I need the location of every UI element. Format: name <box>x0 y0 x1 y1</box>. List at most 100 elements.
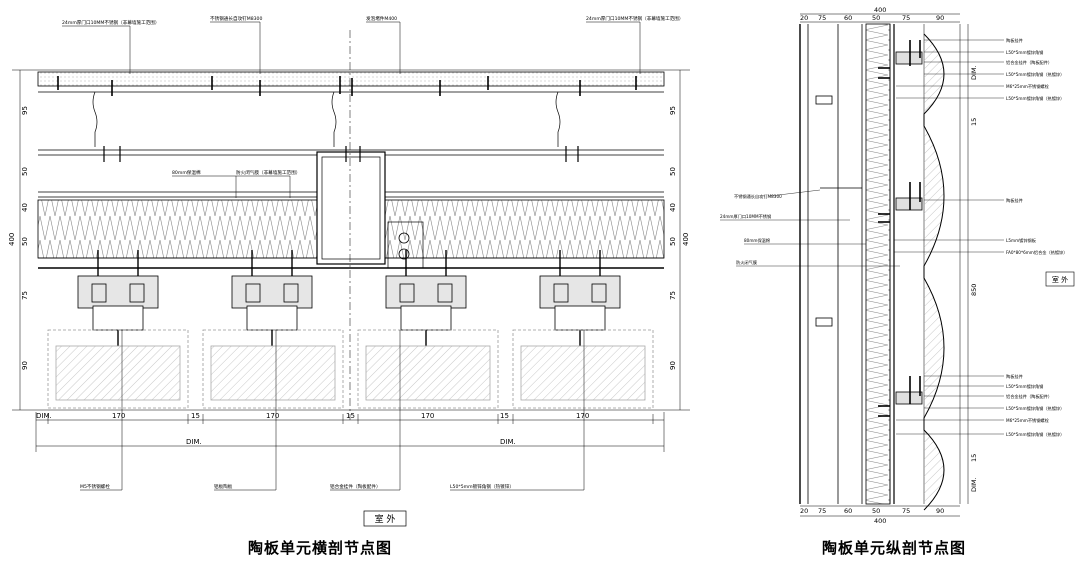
dim-label: 90 <box>936 507 944 515</box>
callout-text: 24mm厚门口10MM不锈钢 <box>720 213 771 220</box>
dim-label: 170 <box>266 412 279 420</box>
bracket-unit <box>385 250 467 346</box>
dim-label: DIM. <box>186 438 202 446</box>
dim-total: 400 <box>8 233 16 246</box>
dim-label: 50 <box>21 237 29 246</box>
dim-label: 60 <box>844 507 852 515</box>
left-labels: 24mm厚门口10MM不锈钢（非幕墙施工范围） 不锈钢通长自攻钉M8300 发泡… <box>62 15 683 490</box>
callout-text: 24mm厚门口10MM不锈钢（非幕墙施工范围） <box>62 19 159 26</box>
callout-text: L50*5mm镀锌角钢（热镀锌） <box>1006 71 1064 78</box>
terracotta-panel <box>512 329 654 409</box>
dim-label: 60 <box>844 14 852 22</box>
bracket-unit <box>539 250 621 346</box>
callout-text: 防火闭气膜 <box>736 259 757 266</box>
dim-label: 15 <box>191 412 200 420</box>
bracket-unit <box>77 250 159 346</box>
callout-text: 24mm厚门口10MM不锈钢（非幕墙施工范围） <box>586 15 683 22</box>
callout-text: 陶板挂件 <box>1006 373 1023 380</box>
dim-label: 95 <box>21 106 29 115</box>
dim-label: 15 <box>500 412 509 420</box>
dim-label: 75 <box>818 507 826 515</box>
bracket-cluster <box>878 182 923 223</box>
exterior-label: 室 外 <box>1052 275 1068 284</box>
dim-label: 15 <box>970 118 978 126</box>
terracotta-panel <box>202 329 344 409</box>
callout-text: M6*25mm不锈钢螺栓 <box>1006 417 1050 424</box>
left-section-drawing <box>12 30 690 420</box>
callout-text: L50*5mm镀锌角钢 <box>1006 49 1043 56</box>
bracket-cluster <box>878 40 923 79</box>
callout-text: M6*25mm不锈钢螺栓 <box>1006 83 1050 90</box>
dim-total: 400 <box>874 517 886 525</box>
dim-label: 90 <box>21 361 29 370</box>
dim-label: 50 <box>669 167 677 176</box>
callout-text: L50*5mm镀锌角钢 <box>1006 383 1043 390</box>
terracotta-panel <box>47 329 189 409</box>
right-labels: 不锈钢通长自攻钉M8300 24mm厚门口10MM不锈钢 80mm保温棉 防火闭… <box>720 37 1067 438</box>
dim-label: 50 <box>872 14 880 22</box>
left-drawing-title: 陶板单元横剖节点图 <box>248 539 393 557</box>
callout-text: 铝板陶板 <box>214 483 233 490</box>
dim-label: 50 <box>872 507 880 515</box>
callout-text: 铝合金挂件（陶板配件） <box>1006 59 1052 66</box>
dim-label: 170 <box>576 412 589 420</box>
callout-text: 铝合金挂件（陶板配件） <box>330 483 381 490</box>
dim-label: 15 <box>970 454 978 462</box>
dim-label: 90 <box>936 14 944 22</box>
right-drawing-title: 陶板单元纵剖节点图 <box>822 539 967 557</box>
callout-text: 铝合金挂件（陶板配件） <box>1006 393 1052 400</box>
dim-label: 40 <box>669 203 677 212</box>
callout-text: 发泡堵件M400 <box>366 15 397 22</box>
bracket-unit <box>231 250 313 346</box>
dim-label: 50 <box>669 237 677 246</box>
right-leader-lines <box>720 39 1004 435</box>
dim-label: 20 <box>800 507 808 515</box>
left-horizontal-dims <box>35 412 665 452</box>
dim-label: DIM. <box>970 477 978 492</box>
left-horizontal-dim-labels: DIM. 170 15 170 15 170 15 170 DIM. DIM. <box>36 412 589 446</box>
dim-label: 75 <box>902 507 910 515</box>
terracotta-panel <box>357 329 499 409</box>
left-bracket-units <box>47 250 654 409</box>
callout-text: M5不锈钢螺栓 <box>80 483 110 490</box>
callout-text: L5mm镀锌钢板 <box>1006 237 1037 244</box>
dim-label: 95 <box>669 106 677 115</box>
dim-label: 850 <box>970 284 978 296</box>
callout-text: 不锈钢通长自攻钉M8300 <box>734 193 782 200</box>
dim-total: 400 <box>682 233 690 246</box>
callout-text: 陶板挂件 <box>1006 197 1023 204</box>
callout-text: L50*5mm镀锌角钢（热镀锌） <box>1006 405 1064 412</box>
callout-text: L50*5mm镀锌角钢（热镀锌） <box>1006 95 1064 102</box>
exterior-label-box <box>1045 271 1075 287</box>
dim-label: 170 <box>112 412 125 420</box>
callout-text: L50*5mm镀锌角钢（热镀锌） <box>1006 431 1064 438</box>
callout-text: FA0*80*6mm铝合金（热镀锌） <box>1006 249 1067 256</box>
dim-label: 75 <box>902 14 910 22</box>
dim-label: DIM. <box>500 438 516 446</box>
dim-total: 400 <box>874 6 886 14</box>
right-dim-labels: 400 20 75 60 50 75 90 20 75 60 50 75 90 … <box>800 6 978 525</box>
exterior-label-box <box>363 510 407 527</box>
dim-label: 75 <box>818 14 826 22</box>
left-leader-lines <box>62 21 641 491</box>
callout-text: 80mm保温棉 <box>172 169 201 176</box>
callout-text: 陶板挂件 <box>1006 37 1023 44</box>
dim-label: DIM. <box>36 412 52 420</box>
dim-label: 40 <box>21 203 29 212</box>
right-section-drawing <box>799 13 969 517</box>
callout-text: L50*5mm镀锌角钢（热镀锌） <box>450 483 514 490</box>
dim-label: 15 <box>346 412 355 420</box>
callout-text: 不锈钢通长自攻钉M8300 <box>210 15 262 22</box>
dim-label: DIM. <box>970 65 978 80</box>
dim-label: 75 <box>21 291 29 300</box>
dim-label: 170 <box>421 412 434 420</box>
dim-label: 90 <box>669 361 677 370</box>
callout-text: 80mm保温棉 <box>744 237 770 244</box>
left-vertical-dims: 95 50 40 50 75 90 400 95 50 40 50 75 90 … <box>8 106 690 370</box>
bracket-cluster <box>878 376 923 417</box>
dim-label: 75 <box>669 291 677 300</box>
callout-text: 防火闭气膜（非幕墙施工范围） <box>236 169 300 176</box>
dim-label: 50 <box>21 167 29 176</box>
exterior-label: 室 外 <box>375 513 396 525</box>
